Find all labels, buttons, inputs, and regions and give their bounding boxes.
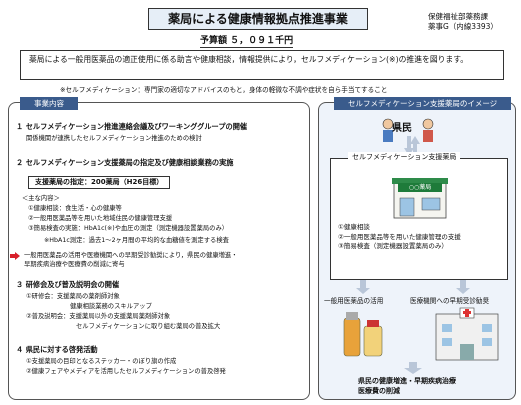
outcome-line: 早期疾病治療や医療費の削減に寄与 [24,261,125,268]
otc-use-label: 一般用医薬品の活用 [324,297,384,305]
left-panel [8,102,310,400]
section-4-title: ４ 県民に対する啓発活動 [16,345,98,354]
people-illustration [382,118,434,142]
pharmacy-building-icon [392,178,448,219]
section-1-subtitle: 関係機関が連携したセルフメディケーション推進のための検討 [26,135,202,142]
list-item: ②普及説明会：支援薬局以外の支援薬局薬剤師対象 [26,313,171,320]
list-item: ②健康フェアやメディアを活用したセルフメディケーションの普及啓発 [26,368,226,375]
department-line: 保健福祉部薬務課 [428,12,488,21]
outcome-box: 県民の健康増進・早期疾病治療 医療費の削減 [358,376,456,396]
outcome-line: 県民の健康増進・早期疾病治療 [358,377,456,385]
department-info: 保健福祉部薬務課 薬事G（内線3393） [428,12,498,32]
medicine-bottles-illustration [343,312,383,357]
list-item: セルフメディケーションに取り組む薬局の普及拡大 [76,323,221,330]
section-2-title: ２ セルフメディケーション支援薬局の指定及び健康相談業務の実施 [16,158,234,167]
right-panel-label: セルフメディケーション支援薬局のイメージ [334,97,512,110]
list-item: 健康相談業務のスキルアップ [70,303,152,310]
list-item: ①健康相談：食生活・心の健康等 [28,205,122,212]
outcome-line: 医療費の削減 [358,387,400,395]
budget: 予算額 ５，０９１千円 [200,36,294,48]
main-content-heading: ＜主な内容＞ [22,195,60,202]
summary-box: 薬局による一般用医薬品の適正使用に係る助言や健康相談，情報提供により，セルフメデ… [20,50,504,80]
down-up-arrow-icon [404,136,420,156]
section-3-title: ３ 研修会及び普及説明会の開催 [16,280,120,289]
converge-arrow-icon [404,362,422,374]
designation-box: 支援薬局の指定：200薬局（H26目標） [28,176,171,189]
red-arrow-icon [10,252,20,260]
list-item: ③簡易検査（測定機器設置薬局のみ） [338,242,448,250]
pharmacy-box-title: セルフメディケーション支援薬局 [348,152,461,162]
department-extension: 薬事G（内線3393） [428,22,498,31]
outcome-line: 一般用医薬品の活用や医療機関への早期受診勧奨により，県民の健康増進・ [24,252,238,259]
hba1c-note: ※HbA1c測定：過去1～2ヶ月間の平均的な血糖値を測定する検査 [44,237,229,244]
hospital-building-icon [435,307,499,361]
list-item: ③簡易検査の実施：HbA1c(※)や血圧の測定（測定機器設置薬局のみ） [28,225,229,232]
early-consultation-label: 医療機関への早期受診勧奨 [410,297,490,305]
list-item: ①支援薬局の目印となるステッカー・のぼり旗の作成 [26,358,177,365]
section-1-title: １ セルフメディケーション推進連絡会議及びワーキンググループの開催 [16,122,248,131]
list-item: ①研修会：支援薬局の薬剤師対象 [26,293,120,300]
list-item: ①健康相談 [338,223,370,231]
residents-label: 県民 [392,123,412,134]
list-item: ②一般用医薬品等を用いた健康管理の支援 [338,232,461,241]
pharmacy-services: ①健康相談 ②一般用医薬品等を用いた健康管理の支援 ③簡易検査（測定機器設置薬局… [338,223,461,252]
pharmacy-sign: ○○薬局 [398,183,442,192]
page-title: 薬局による健康情報拠点推進事業 [148,8,368,30]
list-item: ②一般用医薬品等を用いた地域住民の健康管理支援 [28,215,173,222]
left-panel-label: 事業内容 [20,97,78,110]
self-medication-note: ※セルフメディケーション：専門家の適切なアドバイスのもと，身体の軽微な不調や症状… [60,86,388,94]
branch-arrows-icon [356,280,470,294]
